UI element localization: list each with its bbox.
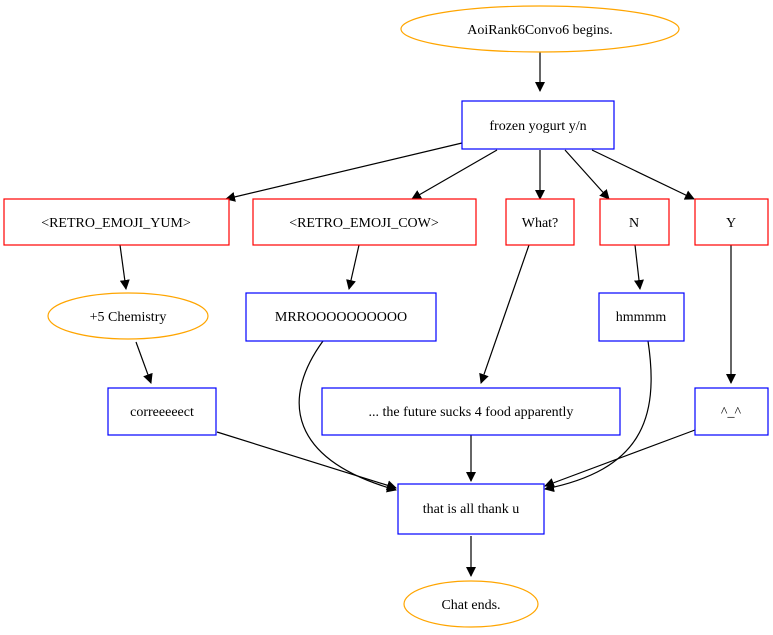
node-hmmmm: hmmmm [598,292,685,342]
node-mrroo: MRROOOOOOOOOO [245,292,437,342]
node-correct: correeeeect [107,387,217,436]
node-thanks: that is all thank u [397,483,545,535]
node-hmmmm-label: hmmmm [616,310,667,325]
node-future-label: ... the future sucks 4 food apparently [369,405,574,420]
edge-question-to-n [564,149,610,200]
edges [119,52,736,577]
node-option-yum: <RETRO_EMOJI_YUM> [3,198,230,246]
node-option-what-label: What? [522,216,559,231]
node-question-label: frozen yogurt y/n [489,119,586,134]
node-mrroo-label: MRROOOOOOOOOO [275,310,407,325]
node-option-y-label: Y [726,216,736,231]
node-option-n-label: N [629,216,639,231]
edge-question-to-yum [225,142,463,202]
edge-question-to-cow [411,149,498,200]
node-option-y: Y [694,198,769,246]
node-smile: ^_^ [694,387,769,436]
edge-smile-to-thanks [544,429,696,488]
node-thanks-label: that is all thank u [423,502,519,517]
node-chemistry-label: +5 Chemistry [90,310,167,325]
edge-yum-to-chemistry [119,244,130,290]
edge-mrroo-to-thanks [298,340,397,493]
edge-cow-to-mrroo [346,244,360,290]
node-future: ... the future sucks 4 food apparently [321,387,621,436]
edge-n-to-hmmmm [634,244,644,290]
edge-correct-to-thanks [216,431,397,491]
node-end: Chat ends. [403,580,539,628]
node-end-label: Chat ends. [441,598,500,613]
edge-what-to-future [479,244,530,384]
edge-question-to-y [591,149,695,200]
node-option-yum-label: <RETRO_EMOJI_YUM> [41,216,191,231]
node-option-cow-label: <RETRO_EMOJI_COW> [289,216,439,231]
node-smile-label: ^_^ [721,405,742,420]
node-option-n: N [599,198,670,246]
edge-hmmmm-to-thanks [544,340,652,493]
node-start: AoiRank6Convo6 begins. [400,5,680,53]
node-start-label: AoiRank6Convo6 begins. [467,23,612,38]
node-chemistry: +5 Chemistry [47,292,209,340]
node-correct-label: correeeeect [130,405,194,420]
node-question: frozen yogurt y/n [461,100,615,150]
node-option-what: What? [505,198,575,246]
edge-chemistry-to-correct [135,341,153,384]
node-option-cow: <RETRO_EMOJI_COW> [252,198,477,246]
